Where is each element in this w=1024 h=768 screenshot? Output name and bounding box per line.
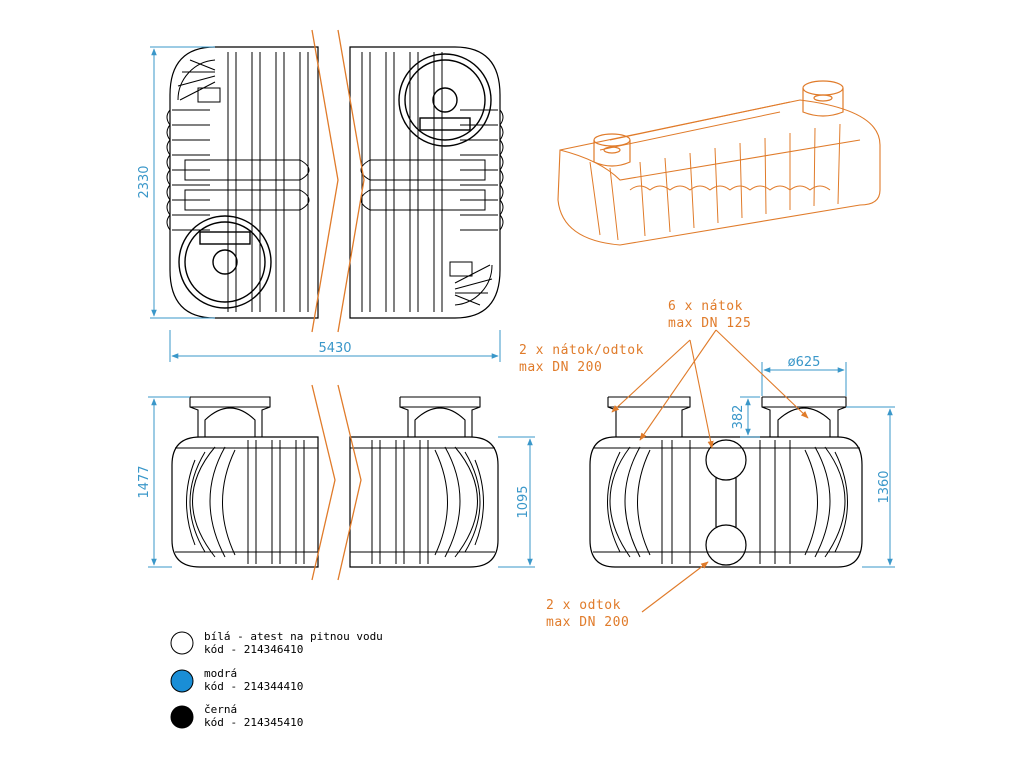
- side-endcap-left: [186, 446, 236, 558]
- plan-ribs-right: [361, 52, 443, 312]
- plan-corner-fan-br: [449, 261, 493, 306]
- side-left-outline: [171, 436, 319, 568]
- iso-view: [557, 80, 881, 246]
- legend-code-black: kód - 214345410: [204, 716, 303, 729]
- annotation-inlets-line2: max DN 125: [668, 316, 751, 331]
- dim-side-body-height: 1095: [516, 485, 531, 518]
- end-outline: [589, 436, 863, 568]
- annotation-inlets-line1: 6 x nátok: [668, 299, 743, 314]
- plan-corrugation-right: [460, 109, 504, 231]
- annotation-outlets-line1: 2 x odtok: [546, 598, 621, 613]
- legend-label-blue: modrá: [204, 667, 237, 680]
- plan-left-outline: [169, 46, 319, 319]
- side-break-lines: [311, 384, 362, 581]
- legend-swatch-black: [170, 705, 194, 729]
- end-view: [589, 396, 863, 568]
- plan-view: [166, 46, 504, 319]
- plan-break-lines: [311, 29, 365, 333]
- legend-label-white: bílá - atest na pitnou vodu: [204, 630, 383, 643]
- annotation-outlets-line2: max DN 200: [546, 615, 629, 630]
- annotation-leaders: [611, 329, 809, 613]
- legend-label-black: černá: [204, 703, 237, 716]
- plan-ribs-left: [227, 52, 309, 312]
- dim-end-height: 1360: [877, 470, 892, 503]
- plan-access-ring-top: [398, 53, 492, 147]
- plan-right-outline: [349, 46, 501, 319]
- annotation-inlet-outlet-line1: 2 x nátok/odtok: [519, 343, 644, 358]
- dim-dome-height: 382: [731, 405, 746, 430]
- legend-swatch-white: [170, 631, 194, 655]
- legend-swatch-blue: [170, 669, 194, 693]
- dim-plan-width: 5430: [318, 341, 351, 356]
- plan-dimensions: [150, 46, 501, 362]
- side-endcap-right: [434, 446, 484, 558]
- end-dimensions: [740, 362, 895, 568]
- dim-plan-height: 2330: [137, 165, 152, 198]
- end-endcap-left: [607, 446, 651, 558]
- annotation-inlet-outlet-line2: max DN 200: [519, 360, 602, 375]
- side-right-outline: [349, 436, 499, 568]
- dim-access-diameter: ø625: [788, 355, 821, 370]
- color-legend: bílá - atest na pitnou vodu kód - 214346…: [170, 630, 383, 729]
- end-connector: [705, 439, 747, 566]
- side-view: [171, 396, 499, 568]
- iso-ribs: [589, 101, 841, 241]
- end-ribs: [593, 440, 860, 564]
- end-dome-right: [761, 396, 847, 437]
- end-dome-left: [607, 396, 691, 437]
- side-dome-right: [399, 396, 481, 437]
- plan-corner-fan-tl: [177, 59, 221, 103]
- legend-code-white: kód - 214346410: [204, 643, 303, 656]
- side-dimensions: [148, 396, 535, 568]
- iso-body-outline: [557, 99, 881, 246]
- plan-access-ring-bottom: [178, 215, 272, 309]
- dim-side-height: 1477: [137, 465, 152, 498]
- iso-access-dome-left: [593, 133, 631, 167]
- plan-corrugation-left: [166, 109, 210, 231]
- iso-access-dome-right: [802, 80, 844, 117]
- legend-code-blue: kód - 214344410: [204, 680, 303, 693]
- side-ribs: [175, 440, 495, 564]
- end-endcap-right: [804, 446, 848, 558]
- side-dome-left: [189, 396, 271, 437]
